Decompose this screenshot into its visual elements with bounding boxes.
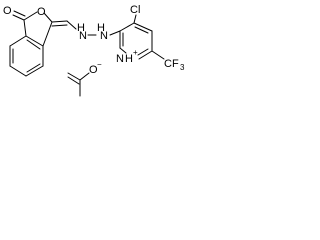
bond — [133, 22, 153, 32]
bond — [26, 63, 41, 73]
pyridinium-charge-label: + — [133, 48, 138, 57]
bond — [43, 12, 53, 23]
carbonyl-oxygen-label: O — [3, 5, 12, 17]
hydrazine-linker — [87, 30, 121, 36]
bond — [51, 20, 68, 23]
phthalide-fragment — [9, 10, 77, 77]
pyridinium-fragment — [119, 14, 165, 60]
bond — [133, 14, 137, 24]
bond — [151, 50, 165, 60]
bond — [25, 35, 44, 47]
bond — [9, 65, 27, 77]
pyridinium-hydrogen-label: H — [125, 53, 133, 65]
trifluoromethyl-label: CF — [164, 58, 179, 70]
molecule-drawing: O O H N H N Cl N H + O − CF 3 — [3, 4, 185, 97]
bond — [66, 20, 77, 30]
bond — [109, 30, 121, 36]
bond — [51, 24, 68, 27]
bond — [119, 47, 127, 54]
chlorine-label: Cl — [130, 4, 140, 16]
bond — [67, 72, 81, 81]
bond — [26, 39, 41, 50]
acetate-oxygen-label: O — [89, 64, 98, 76]
bond — [138, 50, 153, 60]
structure-canvas: O O H N H N Cl N H + O − CF 3 — [0, 0, 197, 103]
bond — [137, 48, 149, 56]
nitrogen-2-label: N — [100, 30, 108, 42]
bond — [25, 65, 44, 77]
bond — [79, 72, 90, 81]
bond — [13, 10, 26, 17]
bond — [23, 11, 38, 21]
pyridinium-nitrogen-label: N — [116, 53, 124, 65]
bond — [134, 26, 149, 34]
nh-hydrogen-1-label: H — [77, 22, 85, 34]
nitrogen-1-label: N — [79, 30, 87, 42]
acetate-fragment — [67, 72, 90, 97]
bond — [67, 76, 80, 85]
bond — [12, 14, 25, 21]
bond — [23, 19, 27, 37]
nh-hydrogen-2-label: H — [97, 22, 105, 34]
bond — [9, 35, 27, 47]
bond — [119, 22, 135, 32]
acetate-charge-label: − — [97, 60, 102, 69]
bond — [42, 21, 53, 47]
ring-oxygen-label: O — [37, 6, 46, 18]
trifluoromethyl-subscript: 3 — [180, 63, 185, 72]
